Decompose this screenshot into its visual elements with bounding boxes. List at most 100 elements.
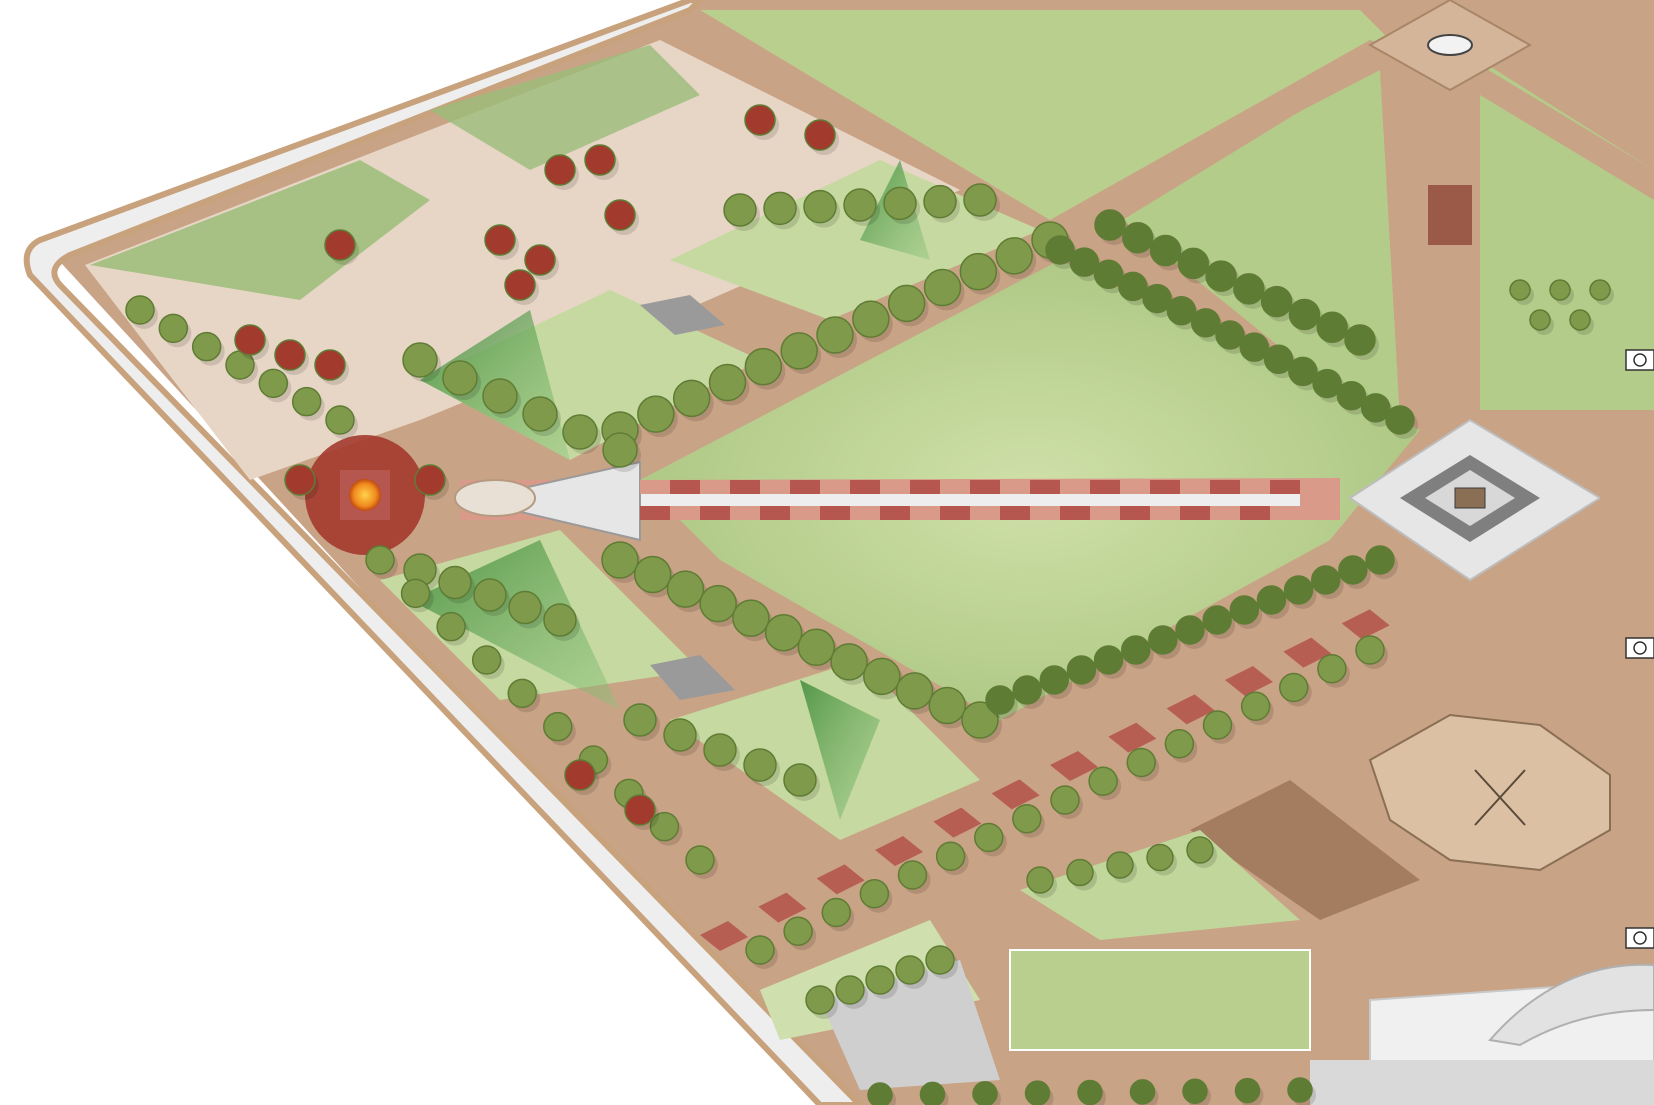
tree xyxy=(1310,565,1341,595)
promenade-brick xyxy=(940,480,970,494)
lawn-south-2 xyxy=(1020,830,1300,940)
tree xyxy=(1066,655,1097,685)
promenade-brick xyxy=(1060,480,1090,494)
promenade-brick xyxy=(700,921,748,951)
tree xyxy=(543,603,577,637)
tree xyxy=(562,414,598,450)
tree xyxy=(1279,672,1309,703)
tree xyxy=(1385,405,1415,435)
tree xyxy=(1126,747,1156,778)
path-northeast-diagonal xyxy=(1480,65,1654,200)
promenade-brick xyxy=(910,480,940,494)
tree xyxy=(1175,615,1205,645)
promenade-brick xyxy=(1030,506,1060,520)
promenade-brick xyxy=(880,506,910,520)
promenade-brick xyxy=(1150,480,1180,494)
tree xyxy=(484,224,516,256)
tree xyxy=(438,565,472,600)
sidewalk xyxy=(23,0,865,1105)
tree xyxy=(504,269,536,301)
path-north-diagonal xyxy=(1050,40,1400,240)
promenade-brick xyxy=(850,506,880,520)
promenade-brick xyxy=(700,506,730,520)
southeast-bricks xyxy=(700,609,1390,951)
viewpoint-icon xyxy=(1625,927,1654,949)
tree xyxy=(400,578,431,609)
promenade-brick xyxy=(933,807,982,838)
tree xyxy=(925,945,955,975)
tree xyxy=(1355,635,1385,665)
promenade-brick xyxy=(1120,506,1150,520)
promenade-west-fan xyxy=(469,460,641,542)
promenade-brick xyxy=(790,480,820,494)
tree xyxy=(764,613,803,652)
tree xyxy=(1360,393,1391,423)
tree xyxy=(1069,247,1100,277)
tree xyxy=(191,331,222,362)
tree xyxy=(780,332,818,370)
water-panel-1 xyxy=(640,295,725,335)
promenade-brick xyxy=(670,506,700,520)
tree xyxy=(743,748,777,782)
tree xyxy=(1202,710,1233,740)
tree xyxy=(125,295,155,325)
promenade-brick xyxy=(1030,480,1060,494)
tree xyxy=(703,733,737,767)
tree xyxy=(883,186,917,221)
tree xyxy=(1202,605,1232,635)
tree xyxy=(923,184,957,219)
tree xyxy=(963,183,997,217)
tree xyxy=(584,144,616,176)
tree xyxy=(1205,260,1237,292)
tree xyxy=(1288,356,1318,387)
tree xyxy=(732,599,770,637)
tree xyxy=(923,268,962,307)
tree xyxy=(1256,585,1287,615)
tree xyxy=(1142,283,1172,314)
tree xyxy=(1509,279,1531,301)
amphitheater-seating xyxy=(1190,780,1420,920)
tree xyxy=(442,360,478,396)
promenade-brick xyxy=(991,779,1040,810)
promenade-center-strip xyxy=(640,494,1300,506)
tree xyxy=(859,879,890,909)
tree xyxy=(1118,271,1148,302)
paving-south xyxy=(820,960,1000,1090)
tree xyxy=(1312,368,1342,399)
fountain-icon xyxy=(1427,34,1473,56)
tree xyxy=(763,191,797,226)
tree xyxy=(436,611,466,642)
lawn-south-1 xyxy=(1009,949,1311,1051)
tree xyxy=(1215,320,1245,350)
tree xyxy=(402,342,438,378)
tree xyxy=(821,897,851,928)
promenade-brick xyxy=(700,480,730,494)
promenade-brick xyxy=(910,506,940,520)
tree xyxy=(158,313,189,344)
tree xyxy=(1344,324,1376,356)
tree xyxy=(1026,866,1054,894)
tree xyxy=(972,1081,998,1105)
tree xyxy=(783,916,813,946)
tree xyxy=(928,686,967,725)
tree xyxy=(234,324,266,356)
tree xyxy=(1186,836,1214,864)
tree xyxy=(1164,729,1195,759)
promenade-brick xyxy=(970,480,1000,494)
tree xyxy=(974,822,1004,853)
promenade-brick xyxy=(1180,506,1210,520)
tree xyxy=(601,541,639,579)
promenade-brick xyxy=(1120,480,1150,494)
lawn-terrace-north xyxy=(90,160,430,300)
promenade-brick xyxy=(760,506,790,520)
tree xyxy=(745,935,775,965)
tree xyxy=(508,590,542,625)
tree xyxy=(1166,295,1197,326)
tree xyxy=(1177,247,1210,280)
tree xyxy=(604,199,636,231)
promenade-brick xyxy=(1180,480,1210,494)
tree xyxy=(816,316,854,354)
tree xyxy=(897,860,928,890)
tree xyxy=(867,1082,893,1105)
